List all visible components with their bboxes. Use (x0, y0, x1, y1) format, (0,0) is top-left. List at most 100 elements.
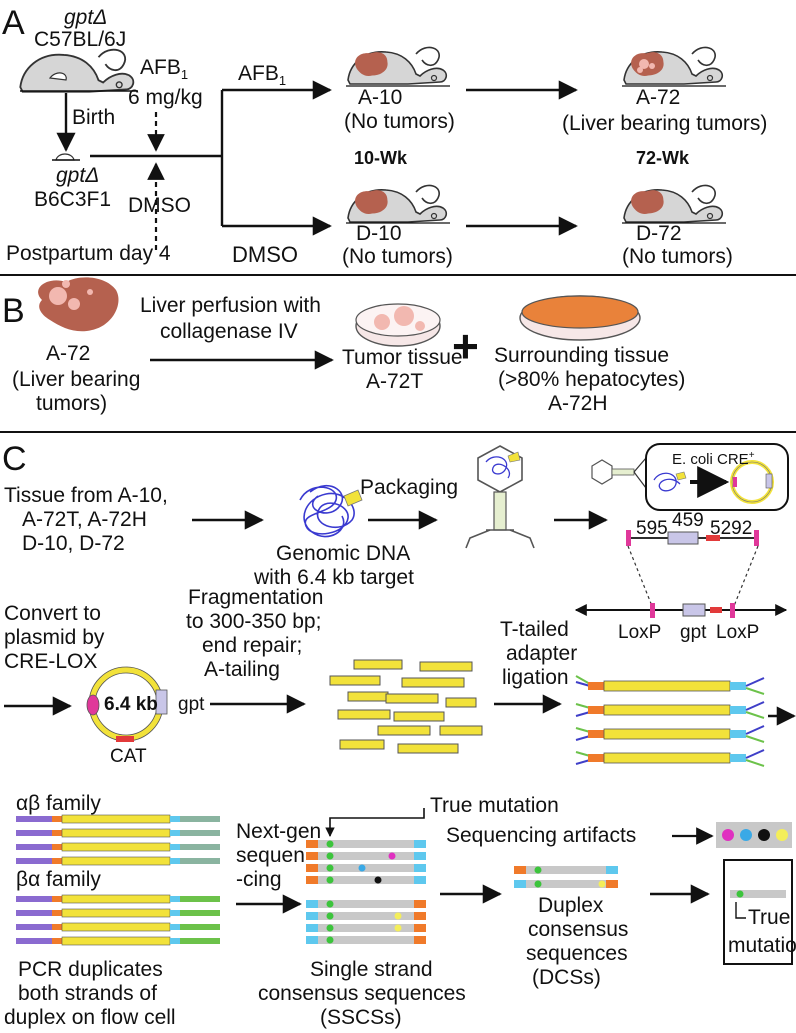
ttail-line3: ligation (502, 666, 569, 689)
offspring-strain: B6C3F1 (34, 188, 111, 211)
d10-label: D-10 (356, 222, 402, 245)
liver-icon (38, 277, 119, 332)
birth-label: Birth (72, 106, 115, 129)
frag-line1: Fragmentation (188, 586, 323, 609)
ttail-line2: adapter (506, 642, 577, 665)
surrounding-dish-icon (519, 295, 641, 341)
map-595: 595 (636, 518, 668, 539)
loxp-right-mark (730, 603, 735, 618)
tissue-line3: D-10, D-72 (22, 532, 125, 555)
map-right-dash (733, 545, 759, 607)
offspring-strain-italic: gptΔ (56, 164, 99, 187)
postpartum-label: Postpartum day 4 (6, 242, 171, 265)
ngs-line2: sequen (236, 844, 305, 867)
tissue-line2: A-72T, A-72H (22, 508, 147, 531)
genomic-line1: Genomic DNA (276, 542, 410, 565)
convert-line2: plasmid by (4, 626, 105, 649)
dcs-line4: (DCSs) (532, 966, 601, 989)
true-mutation-pointer (325, 808, 425, 837)
ngs-line3: -cing (236, 868, 282, 891)
dmso-vertical-label: DMSO (128, 194, 191, 217)
perfusion-line2: collagenase IV (160, 320, 298, 343)
perfusion-line1: Liver perfusion with (140, 294, 321, 317)
d10-note: (No tumors) (342, 245, 453, 268)
ba-family-label: βα family (16, 868, 101, 891)
ba-family-reads (16, 894, 220, 946)
parent-strain: C57BL/6J (34, 28, 126, 51)
pcr-line1: PCR duplicates (18, 958, 163, 981)
fragments-icon (329, 659, 483, 754)
pcr-line2: both strands of (18, 982, 157, 1005)
surrounding-line3: A-72H (548, 392, 608, 415)
map-5292: 5292 (710, 518, 752, 539)
tissue-line1: Tissue from A-10, (4, 484, 168, 507)
afb1-branch-label: AFB1 (238, 62, 286, 88)
sscs-reads (306, 840, 426, 944)
panel-a: gptΔ C57BL/6J Birth gptΔ B6C3F1 Postpart… (6, 6, 767, 268)
ecoli-icon (591, 443, 789, 511)
final-true-label: True (748, 906, 790, 929)
surrounding-line1: Surrounding tissue (494, 344, 669, 367)
plasmid-icon (86, 666, 168, 742)
panel-c: Tissue from A-10, A-72T, A-72H D-10, D-7… (4, 443, 796, 1029)
a10-note: (No tumors) (344, 110, 455, 133)
artifact-legend (716, 822, 792, 848)
final-mutation-label: mutation (728, 934, 796, 957)
plasmid-size-label: 6.4 kb (104, 694, 158, 715)
frag-line4: A-tailing (204, 658, 280, 681)
mouse-a72-icon (623, 46, 724, 85)
pcr-line3: duplex on flow cell (4, 1006, 176, 1029)
panel-b-letter: B (2, 292, 25, 330)
plasmid-gpt-label: gpt (178, 694, 205, 715)
parent-mouse-icon (19, 48, 135, 93)
plus-sign: + (452, 320, 479, 372)
gpt-label: gpt (680, 622, 707, 643)
ttail-line1: T-tailed (500, 618, 569, 641)
tumor-tissue-line2: A-72T (366, 370, 423, 393)
mouse-d10-icon (347, 184, 448, 223)
dcs-line1: Duplex (538, 894, 604, 917)
convert-line3: CRE-LOX (4, 650, 97, 673)
adapter-ligated-fragments (575, 675, 765, 767)
afb1-dose-label: AFB1 (140, 56, 188, 82)
wk10-label: 10-Wk (354, 148, 408, 168)
mouse-d72-icon (623, 184, 724, 223)
true-mutation-top-label: True mutation (430, 794, 559, 817)
map-459: 459 (672, 510, 704, 531)
tumor-tissue-line1: Tumor tissue (342, 346, 463, 369)
ngs-line1: Next-gen (236, 820, 321, 843)
final-pointer (735, 902, 746, 919)
a72-label: A-72 (636, 86, 680, 109)
dcs-line3: sequences (526, 942, 628, 965)
tumor-dish-icon (355, 303, 441, 347)
surrounding-line2: (>80% hepatocytes) (498, 368, 685, 391)
ab-family-reads (16, 814, 220, 866)
a72-note: (Liver bearing tumors) (562, 112, 767, 135)
dcs-reads (514, 866, 618, 888)
convert-line1: Convert to (4, 602, 101, 625)
pup-icon (48, 72, 67, 81)
sscs-line3: (SSCSs) (320, 1006, 402, 1029)
d72-note: (No tumors) (622, 245, 733, 268)
liver-note-line1: (Liver bearing (12, 368, 140, 391)
mouse-a10-icon (347, 46, 448, 85)
sscs-line1: Single strand (310, 958, 433, 981)
target-map (626, 530, 759, 546)
liver-note-line2: tumors) (36, 392, 107, 415)
panel-c-letter: C (2, 440, 27, 478)
panel-b: A-72 (Liver bearing tumors) Liver perfus… (12, 277, 685, 415)
parent-strain-italic: gptΔ (64, 6, 107, 29)
sscs-line2: consensus sequences (258, 982, 466, 1005)
packaging-label: Packaging (360, 476, 458, 499)
panel-a-letter: A (2, 4, 25, 42)
wk72-label: 72-Wk (636, 148, 690, 168)
d72-label: D-72 (636, 222, 682, 245)
frag-line3: end repair; (202, 634, 302, 657)
afb1-dose: 6 mg/kg (128, 86, 203, 109)
phage-icon (465, 445, 535, 549)
ab-family-label: αβ family (16, 792, 101, 815)
genomic-dna-icon (299, 485, 363, 538)
gpt-gene-box (682, 603, 706, 617)
loxp-right-label: LoxP (716, 622, 759, 643)
dcs-line2: consensus (528, 918, 628, 941)
